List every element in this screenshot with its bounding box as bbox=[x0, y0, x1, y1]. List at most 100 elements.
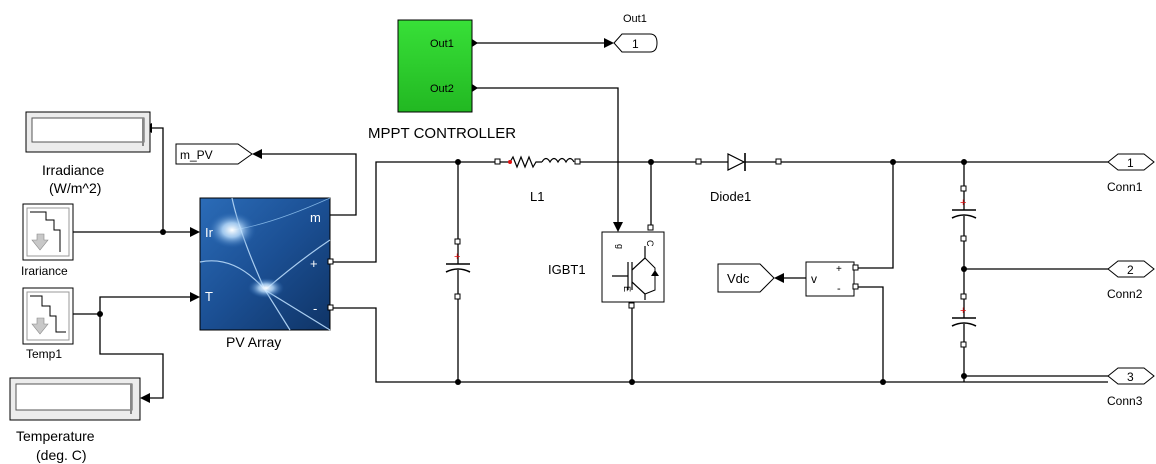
c2-plate-bottom bbox=[951, 322, 977, 327]
pv-port-ir: Ir bbox=[205, 225, 214, 240]
outport-number: 1 bbox=[632, 37, 639, 51]
input-capacitor[interactable]: + bbox=[445, 238, 471, 300]
goto-shape[interactable] bbox=[175, 143, 253, 165]
temperature-display[interactable] bbox=[9, 377, 141, 421]
temp-display-shadow bbox=[130, 384, 132, 414]
c1-polarity: + bbox=[960, 197, 966, 209]
diode-terminal-a[interactable] bbox=[695, 158, 702, 165]
conn1-label: Conn1 bbox=[1107, 180, 1143, 194]
arrow-gate bbox=[613, 222, 623, 232]
irr-source-label: Irariance bbox=[21, 264, 68, 278]
vs-minus: - bbox=[837, 283, 841, 295]
igbt-port-e: E bbox=[622, 286, 632, 292]
mppt-port-out1: Out1 bbox=[430, 38, 454, 50]
conn2-shape[interactable] bbox=[1107, 260, 1155, 278]
pv-port-m: m bbox=[310, 210, 321, 225]
arrow-m bbox=[252, 149, 262, 159]
c2-terminal-bot[interactable] bbox=[960, 341, 967, 348]
wire-m bbox=[262, 153, 357, 216]
voltage-sensor-block[interactable]: v + - bbox=[805, 261, 859, 297]
junction-irr bbox=[160, 229, 166, 235]
arrow-out1 bbox=[604, 38, 614, 48]
output-capacitor-2[interactable]: + bbox=[951, 293, 977, 348]
wire-irr-display bbox=[152, 127, 164, 232]
junction-switch-node bbox=[648, 159, 654, 165]
download-arrow-icon bbox=[31, 233, 49, 251]
goto-tag: m_PV bbox=[180, 148, 213, 162]
c2-terminal-top[interactable] bbox=[960, 293, 967, 300]
arrow-temp-display bbox=[140, 393, 150, 403]
conn1-shape[interactable] bbox=[1107, 153, 1155, 171]
irr-display-label-2: (W/m^2) bbox=[49, 180, 101, 196]
mppt-out2-arrow bbox=[472, 84, 478, 92]
irr-source-inner bbox=[26, 207, 70, 257]
conn3-number: 3 bbox=[1127, 370, 1134, 384]
irr-display-shadow bbox=[142, 118, 144, 146]
cin-terminal-bot[interactable] bbox=[454, 293, 461, 300]
temp-source[interactable] bbox=[22, 287, 74, 345]
vs-body[interactable] bbox=[805, 261, 855, 297]
outport-out1[interactable]: 1 Out1 bbox=[613, 13, 658, 53]
conn3-label: Conn3 bbox=[1107, 394, 1143, 408]
output-capacitor-1[interactable]: + bbox=[951, 185, 977, 242]
arrow-vs-out bbox=[774, 273, 784, 283]
vs-plus-terminal[interactable] bbox=[852, 264, 859, 271]
diode-block[interactable] bbox=[695, 153, 782, 171]
igbt-e-terminal[interactable] bbox=[628, 302, 635, 309]
vdc-shape[interactable] bbox=[717, 263, 775, 293]
junction-temp bbox=[97, 311, 103, 317]
c1-terminal-top[interactable] bbox=[960, 185, 967, 192]
arrow-irr-pv bbox=[190, 227, 200, 237]
igbt-label: IGBT1 bbox=[548, 262, 586, 277]
conn-port-1[interactable]: 1 Conn1 bbox=[1107, 153, 1155, 194]
wire-pv-minus bbox=[330, 307, 1108, 383]
wires bbox=[72, 38, 1108, 403]
mppt-body[interactable] bbox=[397, 19, 473, 113]
l1-coil bbox=[541, 157, 575, 164]
irradiance-source[interactable] bbox=[22, 203, 74, 261]
pv-minus-terminal[interactable] bbox=[327, 304, 334, 311]
wire-out2-gate bbox=[472, 87, 619, 222]
pv-array-block[interactable]: Ir T m + - bbox=[199, 197, 334, 331]
pv-port-minus: - bbox=[313, 301, 317, 316]
junction-igbt-e bbox=[629, 379, 635, 385]
igbt-block[interactable]: g C E bbox=[601, 224, 665, 309]
l1-polarity-dot bbox=[508, 160, 512, 164]
l1-terminal-out[interactable] bbox=[574, 158, 581, 165]
temp-display-label-1: Temperature bbox=[16, 428, 95, 444]
pv-plus-terminal[interactable] bbox=[327, 258, 334, 265]
arrow-temp-pv bbox=[190, 292, 200, 302]
outport-shape[interactable] bbox=[613, 33, 658, 53]
vs-minus-terminal[interactable] bbox=[852, 283, 859, 290]
irradiance-display[interactable] bbox=[25, 111, 151, 153]
download-arrow-icon bbox=[31, 317, 49, 335]
diode-triangle bbox=[727, 153, 746, 171]
temp-display-label-2: (deg. C) bbox=[36, 447, 87, 463]
junction-vs-bot bbox=[880, 379, 886, 385]
igbt-c-terminal[interactable] bbox=[647, 224, 654, 231]
conn3-shape[interactable] bbox=[1107, 367, 1155, 385]
goto-m-pv[interactable]: m_PV bbox=[175, 143, 253, 165]
vs-plus: + bbox=[836, 264, 842, 275]
conn-port-3[interactable]: 3 Conn3 bbox=[1107, 367, 1155, 408]
inductor-l1[interactable] bbox=[494, 155, 581, 169]
goto-vdc[interactable]: Vdc bbox=[717, 263, 775, 293]
pv-port-t: T bbox=[205, 289, 213, 304]
mppt-out1-arrow bbox=[472, 39, 478, 47]
diode-terminal-k[interactable] bbox=[775, 158, 782, 165]
igbt-diode-path bbox=[644, 257, 656, 295]
conn2-label: Conn2 bbox=[1107, 287, 1143, 301]
c1-terminal-bot[interactable] bbox=[960, 235, 967, 242]
igbt-diode-arrow bbox=[651, 270, 659, 276]
c2-polarity: + bbox=[960, 305, 966, 317]
l1-terminal-in[interactable] bbox=[494, 158, 501, 165]
cin-terminal-top[interactable] bbox=[454, 238, 461, 245]
vdc-tag: Vdc bbox=[727, 271, 750, 286]
irr-display-label-1: Irradiance bbox=[42, 162, 104, 178]
mppt-controller-block[interactable]: Out1 Out2 bbox=[397, 19, 478, 113]
conn-port-2[interactable]: 2 Conn2 bbox=[1107, 260, 1155, 301]
l1-label: L1 bbox=[530, 189, 544, 204]
junction-cin-top bbox=[455, 159, 461, 165]
